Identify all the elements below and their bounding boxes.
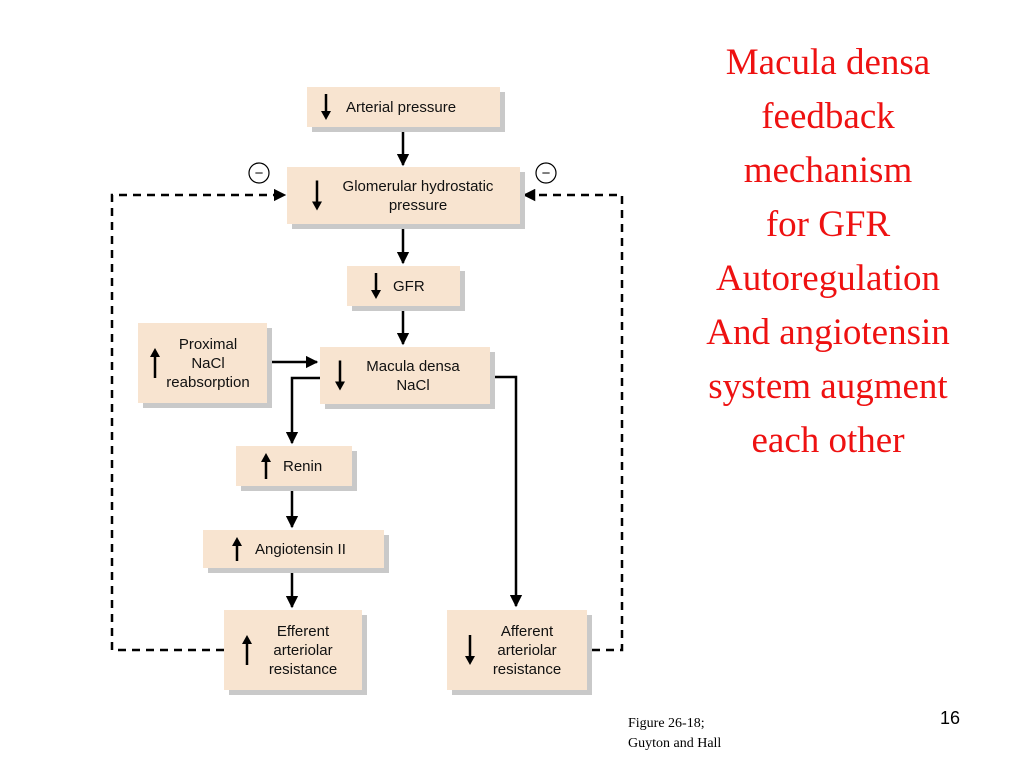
- decrease-arrow-icon: [321, 94, 331, 120]
- box-label-line: resistance: [493, 661, 561, 678]
- box-renin: Renin: [236, 446, 357, 491]
- decrease-arrow-icon: [312, 180, 322, 211]
- title-line: feedback: [761, 96, 895, 137]
- box-label-line: Arterial pressure: [346, 99, 456, 116]
- decrease-arrow-icon: [465, 635, 475, 665]
- box-gfr: GFR: [347, 266, 465, 311]
- increase-arrow-icon: [242, 635, 252, 665]
- box-label-line: Angiotensin II: [255, 541, 346, 558]
- decrease-arrow-icon: [335, 360, 345, 391]
- box-background: [347, 266, 460, 306]
- flow-arrows: [268, 127, 523, 609]
- box-label-line: arteriolar: [273, 642, 332, 659]
- slide-title: Macula densa feedback mechanism for GFR …: [668, 36, 988, 468]
- box-label-line: Efferent: [277, 623, 330, 640]
- minus-sign-right-text: −: [542, 165, 551, 182]
- minus-sign-right: −: [535, 162, 557, 184]
- box-label-line: NaCl: [191, 355, 224, 372]
- title-line: system augment: [708, 366, 948, 407]
- box-label-line: NaCl: [396, 377, 429, 394]
- box-glomerular-pressure: Glomerular hydrostatic pressure: [287, 167, 525, 229]
- box-label-line: arteriolar: [497, 642, 556, 659]
- title-line: And angiotensin: [706, 312, 950, 353]
- box-label-line: pressure: [389, 197, 447, 214]
- box-label-line: reabsorption: [166, 374, 249, 391]
- box-arterial-pressure: Arterial pressure: [307, 87, 505, 132]
- figure-caption: Figure 26-18; Guyton and Hall: [628, 714, 721, 754]
- box-label-line: Glomerular hydrostatic: [343, 178, 494, 195]
- efferent-feedback-loop: [110, 188, 287, 652]
- box-label-line: Renin: [283, 458, 322, 475]
- box-background: [138, 323, 267, 403]
- increase-arrow-icon: [150, 348, 160, 378]
- title-line: each other: [751, 420, 905, 461]
- minus-sign-left: −: [248, 162, 270, 184]
- box-angiotensin-ii: Angiotensin II: [203, 530, 389, 573]
- box-background: [307, 87, 500, 127]
- title-line: mechanism: [743, 150, 913, 191]
- box-efferent-resistance: Efferent arteriolar resistance: [224, 610, 367, 695]
- box-label-line: resistance: [269, 661, 337, 678]
- title-line: Macula densa: [725, 42, 931, 83]
- box-afferent-resistance: Afferent arteriolar resistance: [447, 610, 592, 695]
- arrow-macula-to-renin: [285, 376, 320, 445]
- minus-sign-left-text: −: [255, 165, 264, 182]
- increase-arrow-icon: [232, 537, 242, 561]
- caption-line: Figure 26-18;: [628, 716, 705, 731]
- feedback-loops: − −: [110, 162, 624, 652]
- caption-line: Guyton and Hall: [628, 736, 722, 751]
- box-background: [287, 167, 520, 224]
- box-label-line: Afferent: [501, 623, 554, 640]
- title-line: Autoregulation: [715, 258, 940, 299]
- box-label-line: Proximal: [179, 336, 237, 353]
- increase-arrow-icon: [261, 453, 271, 479]
- box-label-line: Macula densa: [366, 358, 460, 375]
- title-line: for GFR: [765, 204, 891, 245]
- box-background: [203, 530, 384, 568]
- box-background: [320, 347, 490, 404]
- arrow-macula-to-afferent: [490, 375, 523, 608]
- box-background: [236, 446, 352, 486]
- decrease-arrow-icon: [371, 273, 381, 299]
- afferent-feedback-loop: [522, 188, 624, 652]
- box-label-line: GFR: [393, 278, 425, 295]
- slide-number: 16: [940, 708, 961, 728]
